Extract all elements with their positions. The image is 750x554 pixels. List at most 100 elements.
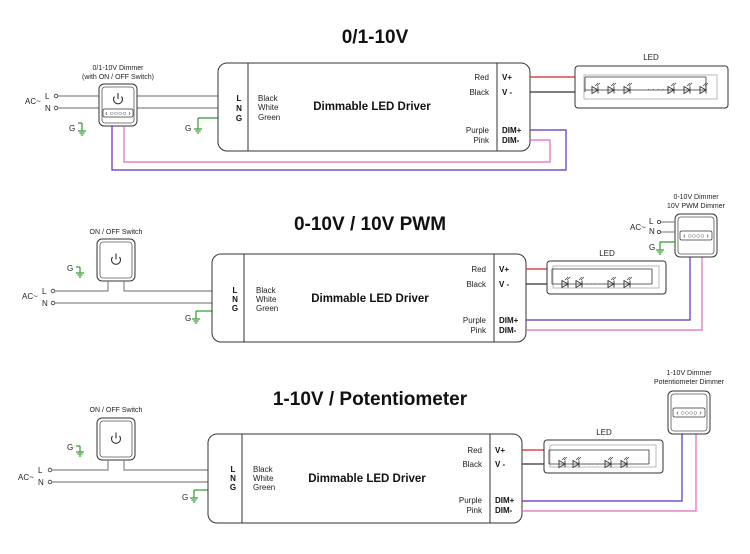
ac-label: AC~ — [25, 97, 41, 106]
svg-text:· · · · ·: · · · · · — [583, 461, 602, 468]
terminal-n — [47, 479, 53, 485]
dimmer-label-line1: 0-10V Dimmer — [673, 194, 719, 201]
terminal-n — [53, 105, 59, 111]
pin-n: N — [232, 295, 238, 304]
dimmer-label-line1: 1-10V Dimmer — [666, 370, 712, 377]
wire-color-white: White — [258, 103, 279, 112]
ground-icon — [75, 267, 85, 278]
power-icon — [110, 253, 122, 265]
ground-label: G — [67, 264, 73, 273]
diagram-0-1-10v: 0/1-10V AC~ L N 0/1-10V Dimmer (with ON … — [25, 27, 729, 171]
on-off-switch — [96, 238, 136, 282]
terminal-l — [47, 467, 53, 473]
ac-label: AC~ — [22, 292, 38, 301]
wire-color-black: Black — [253, 465, 274, 474]
dimmer-slider-icon — [679, 230, 713, 241]
ground-icon — [655, 244, 665, 255]
driver-name: Dimmable LED Driver — [311, 293, 429, 305]
driver-name: Dimmable LED Driver — [308, 473, 426, 485]
power-icon — [112, 93, 124, 105]
wire-color-white: White — [256, 295, 277, 304]
label-black: Black — [469, 88, 490, 97]
pin-dimplus: DIM+ — [499, 316, 519, 325]
ac-l-label: L — [42, 287, 47, 296]
ground-icon — [189, 492, 199, 503]
ground-label: G — [67, 443, 73, 452]
switch-label: ON / OFF Switch — [90, 407, 143, 414]
pin-dimminus: DIM- — [502, 136, 520, 145]
dimmer-slider-icon — [672, 407, 706, 418]
pin-dimminus: DIM- — [495, 506, 513, 515]
dimmable-led-driver — [217, 62, 531, 152]
pin-g: G — [236, 114, 242, 123]
dimmable-led-driver — [211, 253, 527, 343]
pin-vplus: V+ — [495, 446, 505, 455]
wire-color-green: Green — [253, 483, 275, 492]
label-pink: Pink — [466, 506, 483, 515]
label-pink: Pink — [470, 326, 487, 335]
wire-color-black: Black — [258, 94, 279, 103]
diagram-1-10v-potentiometer: 1-10V / Potentiometer ON / OFF Switch G … — [18, 370, 725, 524]
ground-label-2: G — [182, 493, 188, 502]
ground-icon — [193, 123, 203, 134]
driver-name: Dimmable LED Driver — [313, 101, 431, 113]
label-purple: Purple — [459, 496, 483, 505]
ground-label: G — [69, 124, 75, 133]
pin-n: N — [230, 474, 236, 483]
label-red: Red — [467, 446, 482, 455]
wire-color-black: Black — [256, 286, 277, 295]
ground-icon — [77, 125, 87, 136]
svg-text:‹ ○○○○ ›: ‹ ○○○○ › — [676, 410, 702, 417]
dimmer-label-line2: 10V PWM Dimmer — [667, 203, 726, 210]
label-black: Black — [466, 280, 487, 289]
terminal-l — [50, 288, 56, 294]
pin-dimplus: DIM+ — [502, 126, 522, 135]
ground-label-2: G — [185, 124, 191, 133]
label-red: Red — [474, 73, 489, 82]
pin-l: L — [233, 286, 238, 295]
pin-vminus: V - — [499, 280, 510, 289]
led-strip — [574, 65, 729, 109]
on-off-switch — [96, 417, 136, 461]
ac-n-label: N — [38, 478, 44, 487]
pin-vplus: V+ — [499, 265, 509, 274]
diagram-title: 0/1-10V — [342, 27, 409, 48]
led-label: LED — [599, 249, 615, 258]
terminal-n — [50, 300, 56, 306]
diagram-title: 1-10V / Potentiometer — [273, 389, 468, 410]
pin-dimminus: DIM- — [499, 326, 517, 335]
wire-color-green: Green — [258, 113, 280, 122]
pin-l: L — [231, 465, 236, 474]
svg-text:‹ ○○○○ ›: ‹ ○○○○ › — [105, 111, 131, 118]
diagram-title: 0-10V / 10V PWM — [294, 214, 446, 235]
diagram-0-10v-pwm: 0-10V / 10V PWM ON / OFF Switch G AC~ L … — [22, 194, 726, 343]
pin-dimplus: DIM+ — [495, 496, 515, 505]
ground-label-2: G — [185, 314, 191, 323]
dimmer-with-switch — [98, 83, 138, 127]
label-purple: Purple — [463, 316, 487, 325]
controller-label-line1: 0/1-10V Dimmer — [93, 65, 145, 72]
ground-icon — [191, 313, 201, 324]
dimmable-led-driver — [207, 433, 523, 524]
pin-n: N — [236, 104, 242, 113]
wire-color-white: White — [253, 474, 274, 483]
led-label: LED — [643, 53, 659, 62]
svg-text:· · · · ·: · · · · · — [586, 281, 605, 288]
led-label: LED — [596, 428, 612, 437]
pin-g: G — [230, 483, 236, 492]
ground-label-3: G — [649, 243, 655, 252]
led-strip — [543, 439, 664, 474]
label-black: Black — [462, 460, 483, 469]
ac-n-label: N — [45, 104, 51, 113]
ac-n-label: N — [649, 227, 655, 236]
label-pink: Pink — [473, 136, 490, 145]
pin-vminus: V - — [495, 460, 506, 469]
dimmer-slider-icon — [102, 108, 134, 118]
controller-label-line2: (with ON / OFF Switch) — [82, 74, 154, 81]
ac-l-label: L — [45, 92, 50, 101]
terminal-l — [53, 93, 59, 99]
pin-g: G — [232, 304, 238, 313]
ac-label: AC~ — [630, 223, 646, 232]
ac-l-label: L — [38, 466, 43, 475]
